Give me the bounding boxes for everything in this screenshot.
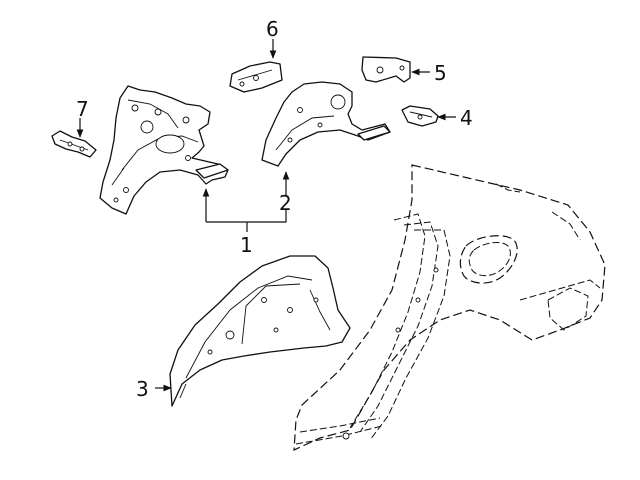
callout-1: 1 — [240, 233, 253, 257]
callout-7: 7 — [76, 97, 89, 121]
part-7-bracket — [51, 130, 97, 158]
callout-3: 3 — [136, 377, 149, 401]
part-4-bracket — [401, 105, 439, 127]
callout-6: 6 — [266, 17, 279, 41]
callout-2: 2 — [279, 191, 292, 215]
leader-lines — [76, 39, 456, 392]
part-5-bracket — [361, 56, 411, 83]
part-3-inner-wheelhouse — [169, 255, 351, 407]
part-6-bracket — [229, 61, 283, 93]
part-2-outer-wheelhouse — [261, 81, 391, 167]
quarter-panel-reference — [293, 164, 606, 451]
callout-4: 4 — [460, 106, 473, 130]
callout-5: 5 — [434, 61, 447, 85]
part-1-wheelhouse-assembly — [99, 85, 229, 215]
callout-labels: 7 6 5 4 2 1 3 — [76, 17, 473, 401]
